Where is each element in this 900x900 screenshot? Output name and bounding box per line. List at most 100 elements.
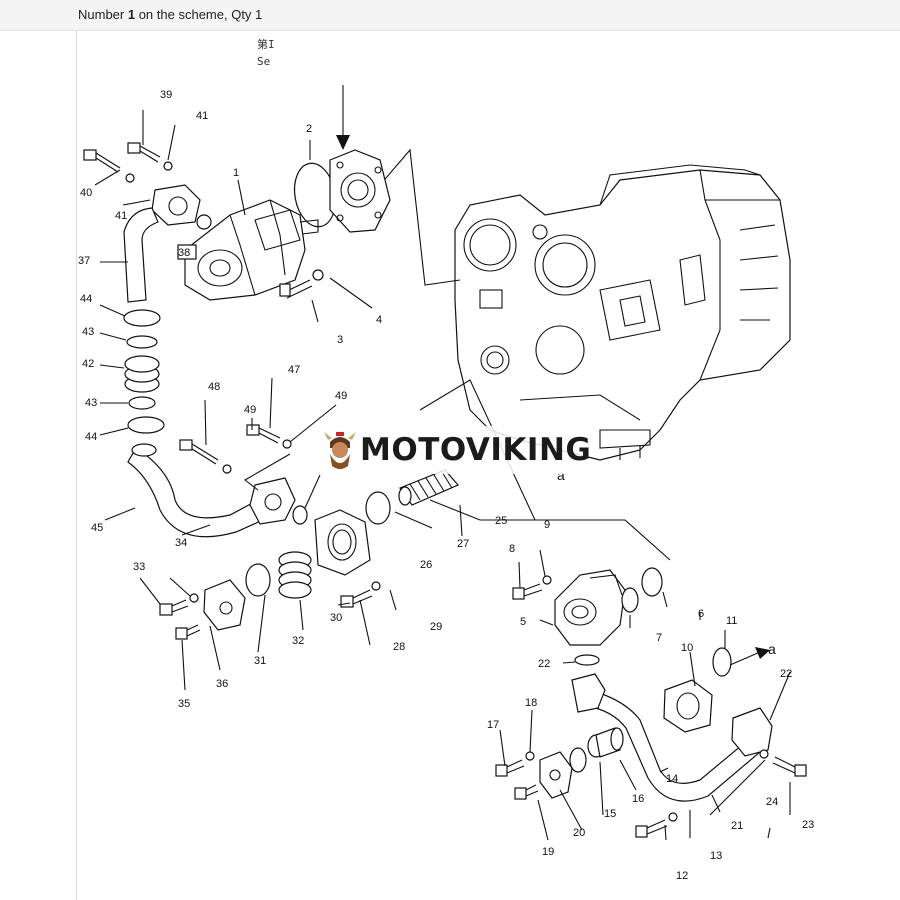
strainer-case-26 bbox=[314, 509, 371, 576]
arrow-head bbox=[336, 135, 350, 150]
note-line-2: Se bbox=[257, 55, 271, 68]
cover-plate-36 bbox=[203, 579, 246, 631]
callout-28: 28 bbox=[393, 641, 405, 653]
o-ring-7 bbox=[621, 587, 639, 613]
washer-13 bbox=[668, 812, 678, 822]
clamp-44-top bbox=[123, 309, 161, 327]
callout-44: 44 bbox=[80, 293, 92, 305]
callout-29: 29 bbox=[430, 621, 442, 633]
callout-3: 3 bbox=[337, 334, 343, 346]
callout-44-lower: 44 bbox=[85, 431, 97, 443]
spring-32 bbox=[278, 551, 312, 599]
callout-40: 40 bbox=[80, 187, 92, 199]
fitting-38 bbox=[177, 244, 197, 260]
callout-38: 38 bbox=[178, 247, 190, 259]
callout-15: 15 bbox=[604, 808, 616, 820]
hose-37 bbox=[123, 207, 159, 303]
callout-42: 42 bbox=[82, 358, 94, 370]
o-ring-15 bbox=[569, 747, 587, 773]
washer-49-right bbox=[282, 439, 292, 449]
part-number: 1 bbox=[127, 7, 136, 22]
washer-18 bbox=[525, 751, 535, 761]
bolt-23 bbox=[772, 756, 807, 777]
callout-43-lower: 43 bbox=[85, 397, 97, 409]
callout-17: 17 bbox=[487, 719, 499, 731]
callout-41-lower: 41 bbox=[115, 210, 127, 222]
callout-8: 8 bbox=[509, 543, 515, 555]
callout-14: 14 bbox=[666, 773, 678, 785]
callout-leaders bbox=[94, 110, 791, 841]
pipe-end bbox=[131, 443, 157, 457]
washer-9 bbox=[542, 575, 552, 585]
caption-suffix: on the scheme, Qty 1 bbox=[135, 7, 263, 22]
suction-pipe-45 bbox=[127, 447, 273, 538]
pump-leader-lower bbox=[429, 499, 671, 561]
coupling-42 bbox=[124, 355, 160, 393]
washer-33 bbox=[189, 593, 199, 603]
callout-33: 33 bbox=[133, 561, 145, 573]
arrow-a-head bbox=[755, 647, 770, 659]
callout-48: 48 bbox=[208, 381, 220, 393]
callout-11: 11 bbox=[726, 615, 737, 627]
o-ring-31 bbox=[245, 563, 271, 597]
bolt-40 bbox=[83, 149, 121, 173]
bolt-47 bbox=[246, 424, 281, 444]
joint-16 bbox=[587, 727, 624, 758]
hydraulic-pump-1 bbox=[184, 199, 319, 301]
callout-32: 32 bbox=[292, 635, 304, 647]
washer-41-top bbox=[163, 161, 173, 171]
seal-43-top bbox=[126, 335, 158, 349]
flange-leader bbox=[379, 148, 461, 286]
callout-34: 34 bbox=[175, 537, 187, 549]
callout-13: 13 bbox=[710, 850, 722, 862]
callout-1: 1 bbox=[233, 167, 239, 179]
bolt-17 bbox=[495, 759, 525, 777]
elbow-fitting bbox=[151, 184, 212, 230]
transmission-housing bbox=[454, 164, 791, 461]
callout-22-left: 22 bbox=[538, 658, 550, 670]
bolt-8 bbox=[512, 583, 543, 600]
callout-2: 2 bbox=[306, 123, 312, 135]
washer-4 bbox=[312, 269, 324, 281]
cover-20 bbox=[539, 751, 573, 799]
watermark-text: MOTOVIKING bbox=[360, 432, 592, 468]
callout-9: 9 bbox=[544, 519, 550, 531]
callout-16: 16 bbox=[632, 793, 644, 805]
callout-31: 31 bbox=[254, 655, 266, 667]
washer-24 bbox=[759, 749, 769, 759]
header-bar: Number 1 on the scheme, Qty 1 bbox=[0, 0, 900, 31]
callout-5: 5 bbox=[520, 616, 526, 628]
left-divider bbox=[76, 30, 77, 900]
flange-plate bbox=[329, 149, 391, 233]
callout-47: 47 bbox=[288, 364, 300, 376]
callout-24: 24 bbox=[766, 796, 778, 808]
callout-20: 20 bbox=[573, 827, 585, 839]
callout-26: 26 bbox=[420, 559, 432, 571]
bolt-48 bbox=[179, 439, 219, 465]
flange-10 bbox=[663, 679, 713, 733]
note-line-1: 第I bbox=[257, 38, 275, 51]
diagram-note: 第I Se bbox=[257, 36, 275, 70]
o-ring-6 bbox=[641, 567, 663, 597]
caption-prefix: Number bbox=[78, 7, 128, 22]
callout-12: 12 bbox=[676, 870, 688, 882]
o-ring-11 bbox=[712, 647, 732, 677]
callout-45: 45 bbox=[91, 522, 103, 534]
filter-element-27 bbox=[398, 469, 459, 506]
washer-41-side bbox=[125, 173, 135, 183]
callout-43: 43 bbox=[82, 326, 94, 338]
callout-7: 7 bbox=[656, 632, 662, 644]
washer-49-left bbox=[222, 464, 232, 474]
callout-21: 21 bbox=[731, 820, 743, 832]
callout-22-right: 22 bbox=[780, 668, 792, 680]
plug-19 bbox=[514, 784, 539, 800]
callout-25: 25 bbox=[495, 515, 507, 527]
callout-10: 10 bbox=[681, 642, 693, 654]
callout-41: 41 bbox=[196, 110, 208, 122]
bolt-33 bbox=[159, 599, 189, 616]
gasket-26 bbox=[365, 491, 391, 525]
watermark: MOTOVIKING bbox=[316, 426, 591, 474]
callout-19: 19 bbox=[542, 846, 554, 858]
pump-5 bbox=[554, 569, 626, 646]
